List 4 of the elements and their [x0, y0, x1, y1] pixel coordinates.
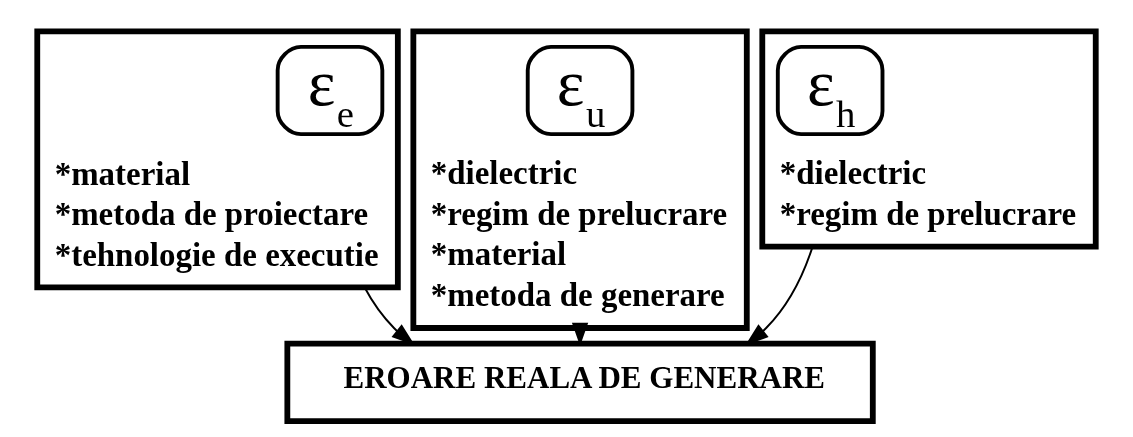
node-box: ε$_{u}$ — [525, 45, 635, 137]
node-box: ε$_{h}$ — [775, 45, 885, 137]
node-box: EROARE REALA DE GENERARE — [284, 340, 876, 424]
node-box: ε$_{e}$ — [275, 45, 385, 137]
